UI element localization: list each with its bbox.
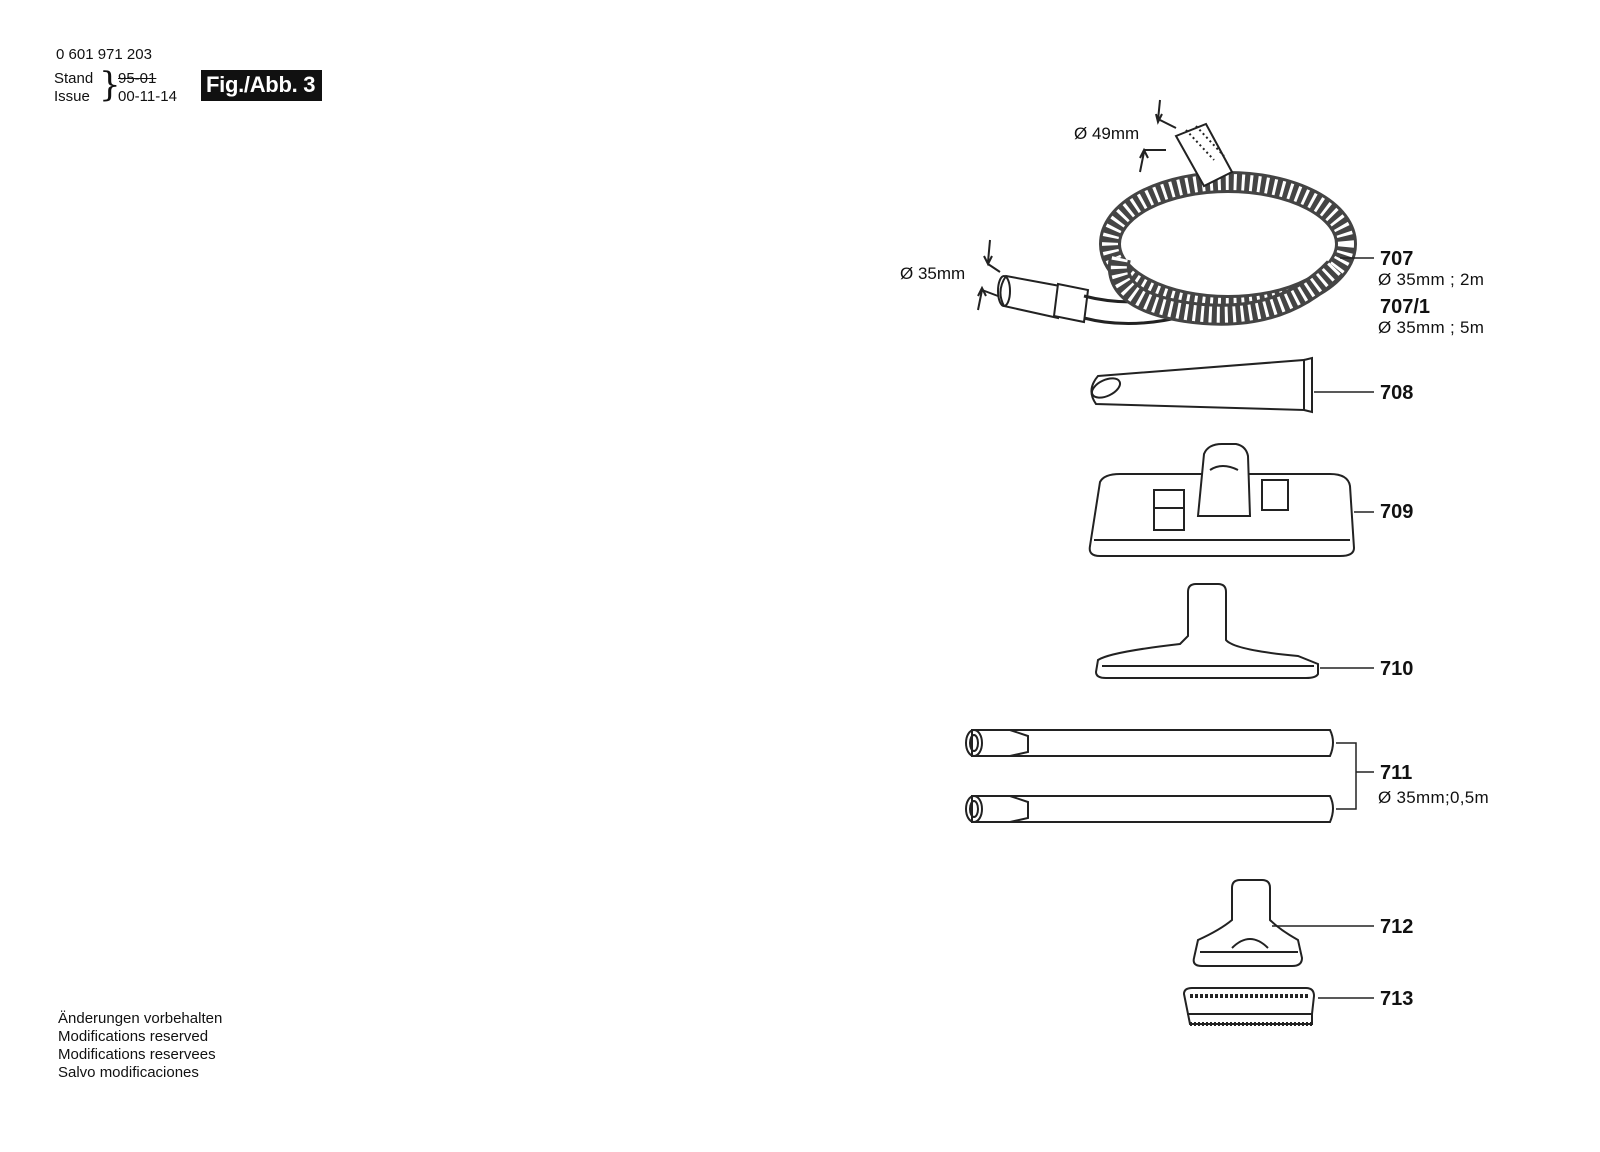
crevice-nozzle-708-drawing [1090, 356, 1313, 414]
part-number-712: 712 [1380, 916, 1414, 938]
dimension-small-end: Ø 35mm [900, 264, 966, 283]
part-number-711: 711 [1380, 762, 1413, 784]
part-spec-707: Ø 35mm ; 2m [1378, 270, 1485, 289]
leader-711 [1336, 742, 1374, 810]
footer-line-fr: Modifications reservees [58, 1046, 216, 1063]
footer-line-en: Modifications reserved [58, 1028, 209, 1045]
issue-label: Issue [54, 88, 90, 105]
floor-nozzle-709-drawing [1088, 443, 1356, 557]
part-number: 0 601 971 203 [56, 46, 152, 63]
dimension-large-end: Ø 49mm [1074, 124, 1140, 143]
footer-notes: Änderungen vorbehalten Modifications res… [58, 1010, 222, 1082]
part-number-707: 707 [1380, 248, 1414, 270]
part-number-710: 710 [1380, 658, 1414, 680]
footer-line-de: Änderungen vorbehalten [58, 1010, 223, 1027]
stand-label: Stand [54, 70, 94, 87]
footer-line-es: Salvo modificaciones [58, 1064, 199, 1081]
brush-nozzle-713-drawing [1182, 987, 1316, 1026]
part-spec-711: Ø 35mm;0,5m [1378, 788, 1489, 807]
part-number-708: 708 [1380, 382, 1414, 404]
issue-date: 00-11-14 [118, 88, 177, 105]
hose-707-drawing [977, 99, 1357, 326]
part-number-707-1: 707/1 [1380, 296, 1431, 318]
old-date: 95-01 [118, 70, 157, 87]
figure-label: Fig./Abb. 3 [201, 70, 323, 101]
upholstery-nozzle-712-drawing [1192, 879, 1304, 967]
part-number-713: 713 [1380, 988, 1414, 1010]
part-number-709: 709 [1380, 501, 1414, 523]
part-spec-707-1: Ø 35mm ; 5m [1378, 318, 1485, 337]
brace-icon: } [99, 65, 121, 105]
floor-tool-710-drawing [1094, 583, 1319, 679]
extension-tubes-711-drawing [965, 729, 1334, 823]
